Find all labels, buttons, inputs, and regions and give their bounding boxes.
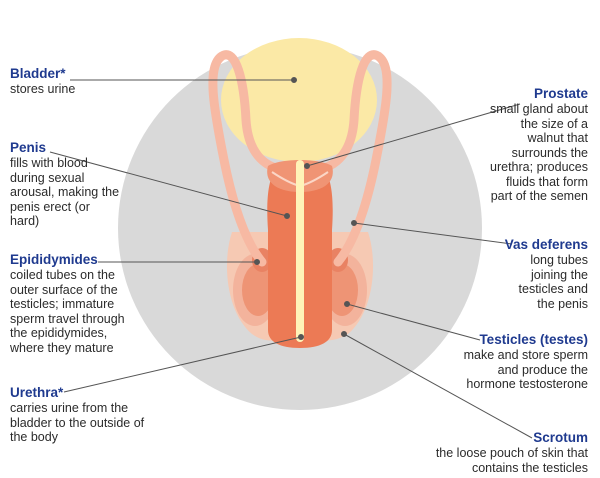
label-penis-desc: fills with blood during sexual arousal, … [10, 156, 120, 228]
bladder-shape [221, 38, 377, 162]
label-vas-deferens: Vas deferens long tubes joining the test… [498, 237, 588, 311]
leader-vas-deferens [353, 222, 513, 245]
label-prostate: Prostate small gland about the size of a… [488, 86, 588, 204]
label-epididymides-title: Epididymides [10, 252, 98, 267]
leader-penis [49, 151, 288, 217]
leader-dot-urethra [298, 334, 304, 340]
label-penis: Penis fills with blood during sexual aro… [10, 140, 122, 229]
label-testicles: Testicles (testes) make and store sperm … [460, 332, 588, 392]
testicle-right [326, 264, 358, 316]
label-urethra: Urethra* carries urine from the bladder … [10, 385, 150, 445]
leader-dot-penis [284, 213, 290, 219]
label-scrotum: Scrotum the loose pouch of skin that con… [408, 430, 588, 475]
label-prostate-desc: small gland about the size of a walnut t… [490, 102, 588, 203]
label-bladder-desc: stores urine [10, 82, 76, 96]
leader-dot-scrotum [341, 331, 347, 337]
label-scrotum-title: Scrotum [533, 430, 588, 445]
leader-testicles [346, 303, 481, 341]
leader-dot-epididymides [254, 259, 260, 265]
leader-dot-bladder [291, 77, 297, 83]
vas-deferens-left [208, 50, 291, 267]
label-prostate-title: Prostate [533, 86, 588, 101]
label-bladder-title: Bladder* [10, 66, 66, 81]
label-bladder: Bladder* stores urine [10, 66, 160, 97]
leader-prostate [306, 103, 521, 167]
urethra-shape [296, 160, 304, 342]
leader-dot-vas-deferens [351, 220, 357, 226]
label-scrotum-desc: the loose pouch of skin that contains th… [435, 446, 588, 475]
label-epididymides: Epididymides coiled tubes on the outer s… [10, 252, 128, 355]
label-penis-title: Penis [10, 140, 47, 155]
label-epididymides-desc: coiled tubes on the outer surface of the… [10, 268, 125, 355]
vas-deferens-right [309, 50, 392, 267]
leader-dot-testicles [344, 301, 350, 307]
label-vas-deferens-desc: long tubes joining the testicles and the… [518, 253, 588, 311]
label-testicles-title: Testicles (testes) [479, 332, 588, 347]
testicle-left [242, 264, 274, 316]
label-vas-deferens-title: Vas deferens [504, 237, 588, 252]
label-urethra-desc: carries urine from the bladder to the ou… [10, 401, 145, 444]
label-testicles-desc: make and store sperm and produce the hor… [463, 348, 588, 391]
leader-urethra [63, 336, 302, 393]
leader-scrotum [343, 333, 533, 439]
leader-dot-prostate [304, 163, 310, 169]
label-urethra-title: Urethra* [10, 385, 64, 400]
